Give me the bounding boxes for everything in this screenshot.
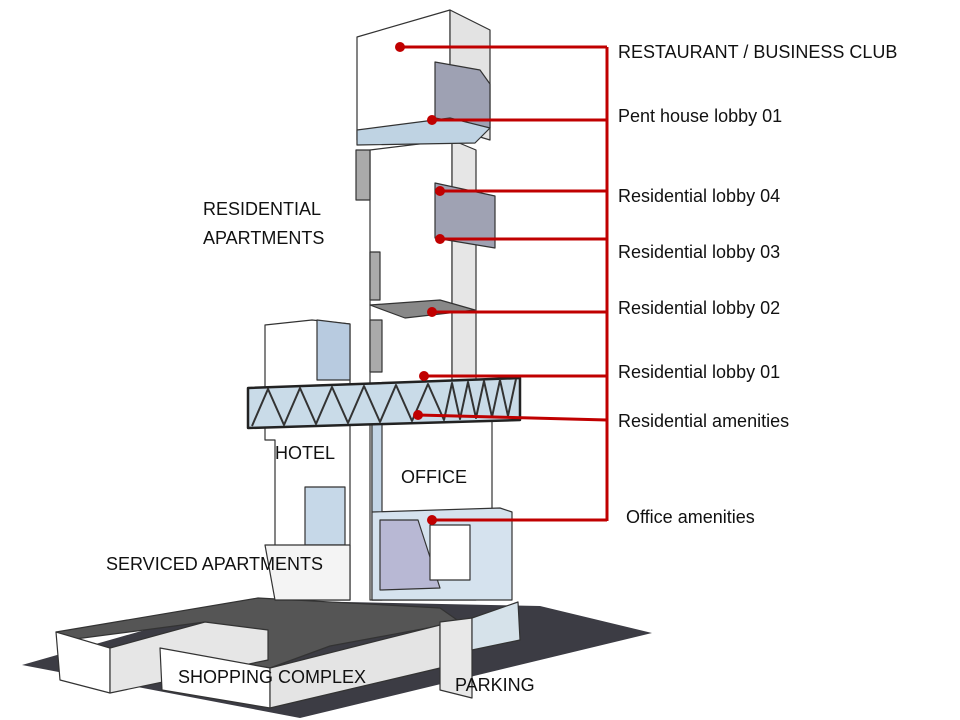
zone-shopping-complex: SHOPPING COMPLEX xyxy=(178,667,367,687)
zone-parking: PARKING xyxy=(455,675,535,695)
callout-office-amenities: Office amenities xyxy=(626,507,755,527)
callout-res-lobby-04: Residential lobby 04 xyxy=(618,186,781,206)
callout-res-lobby-02: Residential lobby 02 xyxy=(618,298,781,318)
zone-office: OFFICE xyxy=(401,467,467,487)
callout-res-lobby-03: Residential lobby 03 xyxy=(618,242,781,262)
zone-residential-line1: RESIDENTIAL xyxy=(203,199,322,219)
callout-restaurant: RESTAURANT / BUSINESS CLUB xyxy=(618,42,898,62)
zone-hotel: HOTEL xyxy=(275,443,336,463)
callout-penthouse-lobby: Pent house lobby 01 xyxy=(618,106,783,126)
shopping-left-block xyxy=(55,631,111,694)
zone-residential-line2: APARTMENTS xyxy=(203,228,325,248)
callout-res-amenities: Residential amenities xyxy=(618,411,790,431)
zone-serviced-apartments: SERVICED APARTMENTS xyxy=(106,554,324,574)
truss-band xyxy=(246,376,522,430)
parking-block xyxy=(439,617,473,699)
office-block xyxy=(371,414,493,513)
callout-res-lobby-01: Residential lobby 01 xyxy=(618,362,781,382)
leader-lines xyxy=(395,42,609,525)
